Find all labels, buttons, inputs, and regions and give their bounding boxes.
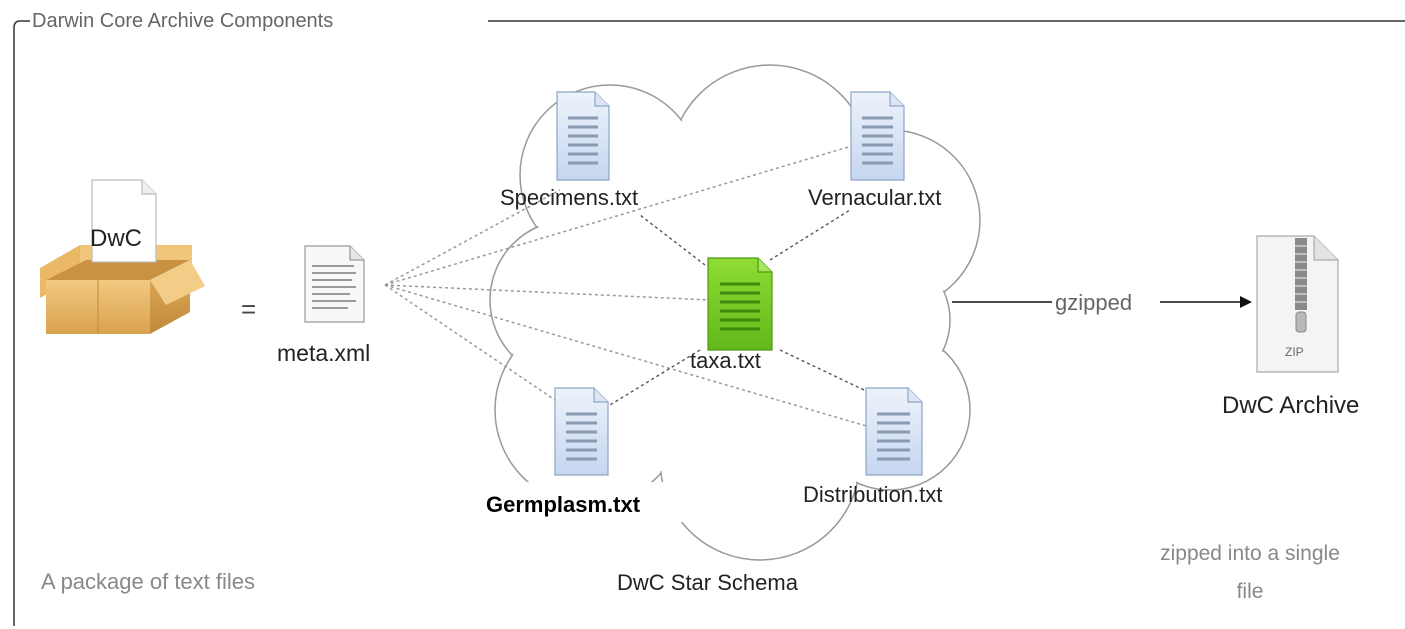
zip-icon-label: ZIP <box>1285 345 1304 359</box>
archive-caption-line1: zipped into a single <box>1160 542 1340 565</box>
germplasm-label: Germplasm.txt <box>486 492 641 517</box>
germplasm-label-background <box>480 482 696 522</box>
archive-caption-line2: file <box>1237 580 1264 603</box>
package-caption: A package of text files <box>41 569 255 594</box>
zip-archive-icon <box>1256 235 1339 373</box>
distribution-document-icon <box>865 387 923 476</box>
package-box-label: DwC <box>90 225 142 252</box>
meta-xml-document-icon <box>304 245 365 323</box>
dwc-archive-label: DwC Archive <box>1222 392 1359 419</box>
gzipped-label: gzipped <box>1055 290 1132 315</box>
vernacular-label: Vernacular.txt <box>808 185 941 210</box>
group-frame <box>13 20 30 626</box>
equals-sign: = <box>241 294 256 324</box>
meta-connectors <box>384 144 881 431</box>
schema-caption: DwC Star Schema <box>617 570 799 595</box>
meta-xml-label: meta.xml <box>277 340 370 366</box>
distribution-label: Distribution.txt <box>803 482 942 507</box>
frame-title: Darwin Core Archive Components <box>32 10 333 32</box>
schema-cloud-fill <box>491 66 979 559</box>
germplasm-document-icon <box>554 387 609 476</box>
taxa-document-icon <box>707 257 773 351</box>
taxa-label: taxa.txt <box>690 348 761 373</box>
specimens-document-icon <box>556 91 610 181</box>
vernacular-document-icon <box>850 91 905 181</box>
specimens-label: Specimens.txt <box>500 185 638 210</box>
package-document-icon <box>91 179 157 263</box>
